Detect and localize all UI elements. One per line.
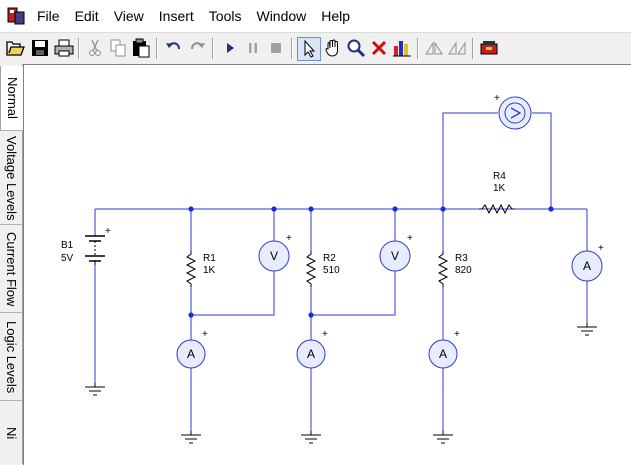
flip-vertical-icon[interactable] <box>446 37 468 59</box>
resistor-value: 1K <box>203 265 216 276</box>
ammeter-1[interactable]: A + <box>176 329 208 369</box>
tab-logic-levels[interactable]: Logic Levels <box>0 314 22 401</box>
select-arrow-icon[interactable] <box>297 37 321 61</box>
app-icon <box>7 7 25 25</box>
toolbar-separator <box>472 38 474 59</box>
tab-normal[interactable]: Normal <box>0 66 23 131</box>
ammeter-plus: + <box>202 329 208 340</box>
resistor-name: R4 <box>493 171 506 182</box>
play-icon[interactable] <box>219 37 241 59</box>
resistor-name: R3 <box>455 253 468 264</box>
stop-icon[interactable] <box>265 37 287 59</box>
junction-nodes <box>188 206 554 318</box>
resistor-r3[interactable]: R3 820 <box>437 251 472 287</box>
bar-chart-icon[interactable] <box>391 37 413 59</box>
menu-bar: File Edit View Insert Tools Window Help <box>0 0 631 32</box>
resistor-value: 1K <box>493 183 506 194</box>
cut-icon[interactable] <box>84 37 106 59</box>
voltmeter-symbol: V <box>391 249 399 263</box>
toolbar-separator <box>417 38 419 59</box>
resistor-r2[interactable]: R2 510 <box>305 251 340 287</box>
ammeter-symbol: A <box>439 347 447 361</box>
voltmeter-plus: + <box>407 233 413 244</box>
resistor-value: 510 <box>323 265 340 276</box>
circuit-diagram: B1 5V + R1 1K R2 510 R3 820 R4 1K <box>61 93 604 444</box>
toolbar <box>0 32 631 65</box>
menu-edit[interactable]: Edit <box>74 8 99 24</box>
redo-icon[interactable] <box>186 37 208 59</box>
menu-insert[interactable]: Insert <box>158 8 194 24</box>
toolbar-separator <box>156 38 158 59</box>
paste-icon[interactable] <box>130 37 152 59</box>
ammeter-symbol: A <box>583 259 591 273</box>
print-icon[interactable] <box>53 37 75 59</box>
battery-b1[interactable]: B1 5V + <box>61 226 111 265</box>
resistor-value: 820 <box>455 265 472 276</box>
pause-icon[interactable] <box>242 37 264 59</box>
ground-symbols <box>85 323 597 444</box>
zoom-icon[interactable] <box>345 37 367 59</box>
battery-value: 5V <box>61 253 74 264</box>
menu-window[interactable]: Window <box>256 8 307 24</box>
toolbar-separator <box>212 38 214 59</box>
tab-voltage-levels[interactable]: Voltage Levels <box>0 132 22 225</box>
voltmeter-1[interactable]: V + <box>258 233 292 272</box>
ammeter-plus: + <box>322 329 328 340</box>
wires <box>94 112 588 431</box>
tab-ni[interactable]: Ni <box>4 426 19 440</box>
menu-file[interactable]: File <box>37 8 60 24</box>
ammeter-symbol: A <box>307 347 315 361</box>
hand-icon[interactable] <box>322 37 344 59</box>
resistor-name: R1 <box>203 253 216 264</box>
schematic-canvas[interactable]: B1 5V + R1 1K R2 510 R3 820 R4 1K <box>23 64 631 465</box>
ground-icon <box>181 431 201 444</box>
menu-tools[interactable]: Tools <box>208 8 242 24</box>
voltmeter-2[interactable]: V + <box>379 233 413 272</box>
ammeter-2[interactable]: A + <box>296 329 328 369</box>
save-icon[interactable] <box>29 37 51 59</box>
open-icon[interactable] <box>5 37 27 59</box>
voltmeter-symbol: V <box>270 249 278 263</box>
resistor-r4[interactable]: R4 1K <box>479 171 515 215</box>
ground-icon <box>433 431 453 444</box>
voltmeter-plus: + <box>494 93 500 104</box>
voltmeter-3[interactable]: + <box>494 93 532 130</box>
component-box-icon[interactable] <box>478 37 500 59</box>
ammeter-plus: + <box>454 329 460 340</box>
ground-icon <box>85 383 105 396</box>
battery-plus: + <box>105 226 111 237</box>
battery-name: B1 <box>61 240 74 251</box>
undo-icon[interactable] <box>163 37 185 59</box>
ground-icon <box>301 431 321 444</box>
ammeter-4[interactable]: A + <box>571 243 604 282</box>
voltmeter-plus: + <box>286 233 292 244</box>
tab-current-flow[interactable]: Current Flow <box>0 226 22 313</box>
ammeter-3[interactable]: A + <box>428 329 460 369</box>
ammeter-symbol: A <box>187 347 195 361</box>
toolbar-separator <box>291 38 293 59</box>
resistor-name: R2 <box>323 253 336 264</box>
ammeter-plus: + <box>598 243 604 254</box>
menu-help[interactable]: Help <box>321 8 351 24</box>
resistor-r1[interactable]: R1 1K <box>185 251 216 287</box>
menu-view[interactable]: View <box>113 8 144 24</box>
toolbar-separator <box>78 38 80 59</box>
copy-icon[interactable] <box>107 37 129 59</box>
delete-icon[interactable] <box>368 37 390 59</box>
ground-icon <box>577 323 597 336</box>
flip-horizontal-icon[interactable] <box>423 37 445 59</box>
view-tab-strip: Normal Voltage Levels Current Flow Logic… <box>0 64 23 464</box>
